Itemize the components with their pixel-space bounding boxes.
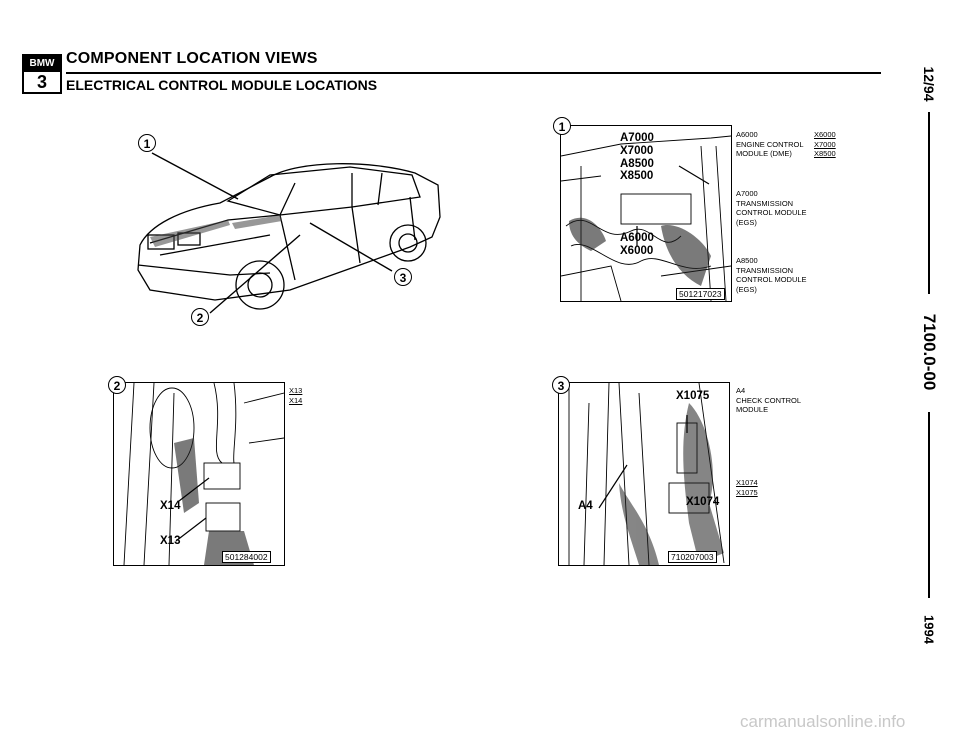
legend-line: CONTROL MODULE <box>736 275 807 284</box>
fig1-label-x8500: X8500 <box>620 170 654 182</box>
figure-2-drawing <box>123 382 285 566</box>
watermark: carmanualsonline.info <box>740 712 906 731</box>
fig2-label-x14: X14 <box>160 500 181 512</box>
legend-line: CONTROL MODULE <box>736 208 807 217</box>
fig1-legend-a7000: A7000 TRANSMISSION CONTROL MODULE (EGS) <box>736 189 807 227</box>
page-title: COMPONENT LOCATION VIEWS <box>66 50 318 67</box>
legend-line: (EGS) <box>736 217 757 227</box>
car-callout-1: 1 <box>138 134 156 152</box>
legend-line: CHECK CONTROL <box>736 395 802 405</box>
car-drawing <box>137 152 441 314</box>
legend-code: X7000 <box>814 139 836 149</box>
fig3-label-x1075: X1075 <box>676 390 710 402</box>
badge-series: 3 <box>36 72 47 92</box>
figure-1-photo <box>560 125 732 302</box>
legend-code: X6000 <box>814 130 836 139</box>
legend-line: A8500 <box>736 256 758 265</box>
car-callout-2: 2 <box>191 308 209 326</box>
legend-code: X1074 <box>736 478 758 487</box>
fig1-label-a6000: A6000 <box>620 232 654 244</box>
legend-code: X13 <box>289 386 303 395</box>
legend-line: MODULE <box>736 405 769 414</box>
legend-line: A6000 <box>736 130 758 139</box>
margin-doc-number: 7100.0-00 <box>920 313 939 391</box>
car-overview-illustration <box>120 125 450 345</box>
margin-rule-bottom <box>928 412 930 598</box>
margin-date: 12/94 <box>921 66 937 102</box>
margin-rule-top <box>928 112 930 294</box>
legend-code: X14 <box>289 396 303 405</box>
badge-brand: BMW <box>24 56 60 72</box>
fig3-label-x1074: X1074 <box>686 496 720 508</box>
fig1-label-x6000: X6000 <box>620 245 654 257</box>
car-callout-3: 3 <box>394 268 412 286</box>
fig2-label-x13: X13 <box>160 535 181 547</box>
bmw-3-series-badge: BMW 3 <box>22 54 62 94</box>
margin-year: 1994 <box>921 615 937 644</box>
fig3-label-a4: A4 <box>578 500 593 512</box>
figure-2-number: 2 <box>108 376 126 394</box>
legend-line: ENGINE CONTROL <box>736 139 804 149</box>
fig3-legend-codes: X1074 X1075 <box>736 478 758 498</box>
page-subtitle: ELECTRICAL CONTROL MODULE LOCATIONS <box>66 77 378 93</box>
fig2-photo-stamp: 501284002 <box>222 551 271 563</box>
fig1-legend-codes: X6000 X7000 X8500 <box>814 130 836 159</box>
figure-1-drawing <box>560 135 732 302</box>
figure-3-number: 3 <box>552 376 570 394</box>
legend-line: MODULE (DME) <box>736 149 792 158</box>
fig1-label-a7000: A7000 <box>620 132 654 144</box>
legend-line: (EGS) <box>736 284 757 294</box>
legend-code: X8500 <box>814 149 836 158</box>
fig1-label-x7000: X7000 <box>620 145 654 157</box>
fig1-legend-a8500: A8500 TRANSMISSION CONTROL MODULE (EGS) <box>736 256 807 294</box>
fig3-photo-stamp: 710207003 <box>668 551 717 563</box>
figure-3-photo <box>558 382 730 566</box>
legend-line: A7000 <box>736 189 758 198</box>
fig1-label-a8500: A8500 <box>620 158 654 170</box>
figure-1-number: 1 <box>553 117 571 135</box>
header-rule <box>66 72 881 74</box>
figure-2-photo <box>113 382 285 566</box>
figure-3-drawing <box>568 382 725 566</box>
legend-code: X1075 <box>736 488 758 497</box>
legend-line: TRANSMISSION <box>736 265 794 275</box>
legend-line: A4 <box>736 386 746 395</box>
fig1-photo-stamp: 501217023 <box>676 288 725 300</box>
fig2-legend-codes: X13 X14 <box>289 386 302 406</box>
fig3-legend-a4: A4 CHECK CONTROL MODULE <box>736 386 801 415</box>
fig1-legend-dme: A6000 ENGINE CONTROL MODULE (DME) <box>736 130 804 159</box>
legend-line: TRANSMISSION <box>736 198 794 208</box>
